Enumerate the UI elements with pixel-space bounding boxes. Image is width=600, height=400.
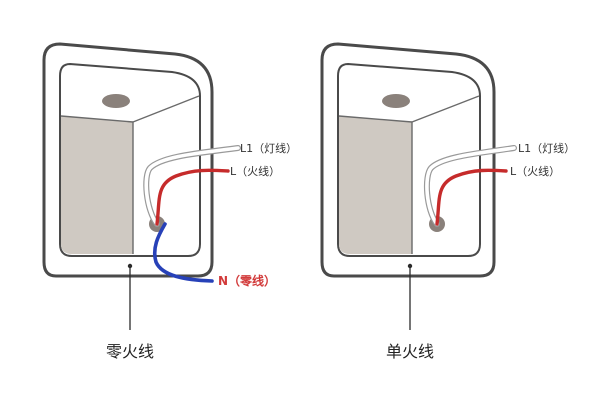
panel-neutral-live: L1（灯线） L（火线） N（零线） 零火线 — [42, 42, 297, 361]
caption-neutral-live: 零火线 — [106, 342, 154, 361]
caption-single-live: 单火线 — [386, 342, 434, 361]
ceiling-hole — [382, 94, 410, 108]
inner-wall-shade — [61, 116, 133, 254]
label-load-wire: L1（灯线） — [240, 141, 297, 155]
live-wire — [155, 168, 230, 226]
label-load-wire: L1（灯线） — [518, 141, 575, 155]
ceiling-hole — [102, 94, 130, 108]
live-wire — [435, 168, 508, 226]
label-neutral-wire: N（零线） — [218, 273, 276, 288]
neutral-wire — [152, 222, 214, 283]
inner-wall-shade — [339, 116, 412, 254]
label-live-wire: L（火线） — [230, 164, 280, 178]
panel-single-live: L1（灯线） L（火线） 单火线 — [320, 42, 575, 361]
label-live-wire: L（火线） — [510, 164, 560, 178]
